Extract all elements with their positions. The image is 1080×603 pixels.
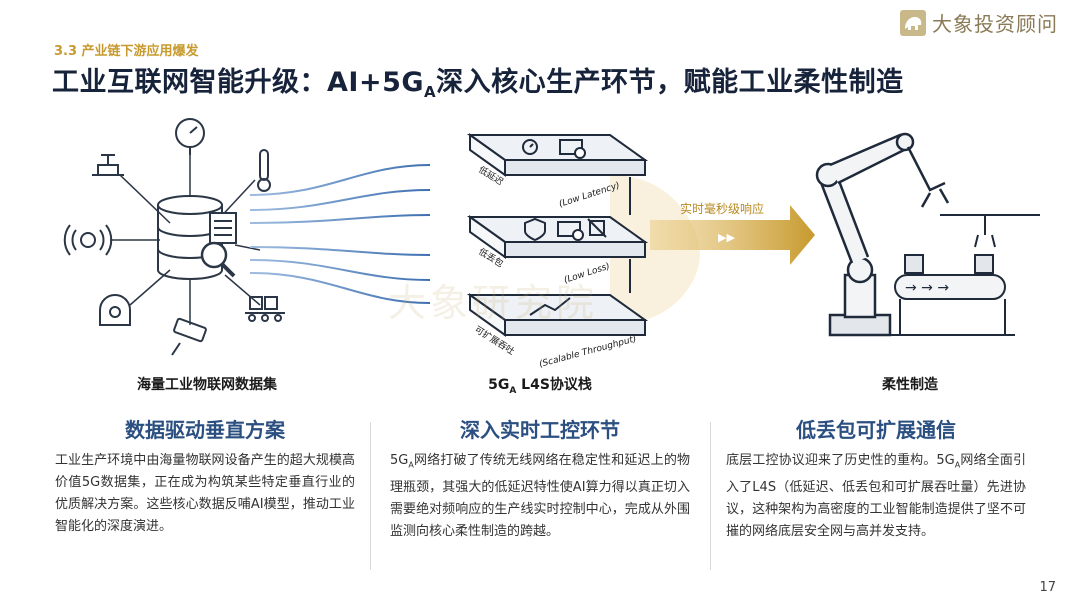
response-arrow: 实时毫秒级响应 ▶▶ <box>650 201 815 265</box>
elephant-logo-icon <box>900 9 926 36</box>
pressure-gauge-icon <box>175 118 205 155</box>
column-heading: 数据驱动垂直方案 <box>125 418 285 442</box>
database-icon <box>157 195 237 280</box>
fast-forward-icon: ▶▶ <box>718 231 735 244</box>
growth-chart-icon <box>529 297 571 316</box>
caption-dataset: 海量工业物联网数据集 <box>137 377 277 393</box>
arrow-label: 实时毫秒级响应 <box>680 201 764 216</box>
sensor-dome-icon <box>99 294 131 326</box>
data-flow-lines <box>249 164 431 304</box>
no-loss-box-icon <box>587 218 607 238</box>
column-body: 工业生产环境中由海量物联网设备产生的超大规模高价值5G数据集，正在成为构筑某些特… <box>55 453 355 534</box>
iot-dataset-cluster <box>63 118 285 356</box>
clock-window-icon <box>559 139 586 159</box>
section-label: 3.3 产业链下游应用爆发 <box>54 44 199 59</box>
architecture-diagram: 低延迟 低丢包 可扩展吞吐 (Low Latency) (Low Loss) (… <box>63 118 1040 370</box>
conveyor-belt-icon: → → → <box>890 214 1040 336</box>
conveyor-icon <box>245 296 285 322</box>
column-heading: 低丢包可扩展通信 <box>796 418 956 442</box>
robot-arm-icon <box>815 132 950 337</box>
security-camera-icon <box>171 317 207 356</box>
column-body: 5GA网络打破了传统无线网络在稳定性和延迟上的物理瓶颈，其强大的低延迟特性使AI… <box>390 453 690 539</box>
column-divider <box>370 422 371 570</box>
stopwatch-icon <box>522 139 538 155</box>
shield-icon <box>524 217 546 242</box>
column-divider <box>710 422 711 570</box>
caption-protocol: 5GA L4S协议栈 <box>488 377 592 396</box>
protocol-stack <box>466 133 649 337</box>
layer-label-en: (Scalable Throughput) <box>538 334 637 370</box>
valve-icon <box>92 154 124 176</box>
column-body: 底层工控协议迎来了历史性的重构。5GA网络全面引入了L4S（低延迟、低丢包和可扩… <box>726 453 1026 539</box>
brand-logo: 大象投资顾问 <box>900 8 1058 37</box>
caption-manufacturing: 柔性制造 <box>882 377 938 393</box>
window-check-icon <box>557 221 584 241</box>
watermark: 大象研究院 <box>388 281 599 325</box>
thermometer-icon <box>257 149 271 192</box>
wireless-sensor-icon <box>63 224 113 256</box>
page-number: 17 <box>1039 580 1056 595</box>
page-title: 工业互联网智能升级：AI+5GA深入核心生产环节，赋能工业柔性制造 <box>52 67 904 101</box>
brand-name: 大象投资顾问 <box>932 12 1058 36</box>
column-heading: 深入实时工控环节 <box>460 418 620 442</box>
svg-text:→ → →: → → → <box>905 280 949 296</box>
